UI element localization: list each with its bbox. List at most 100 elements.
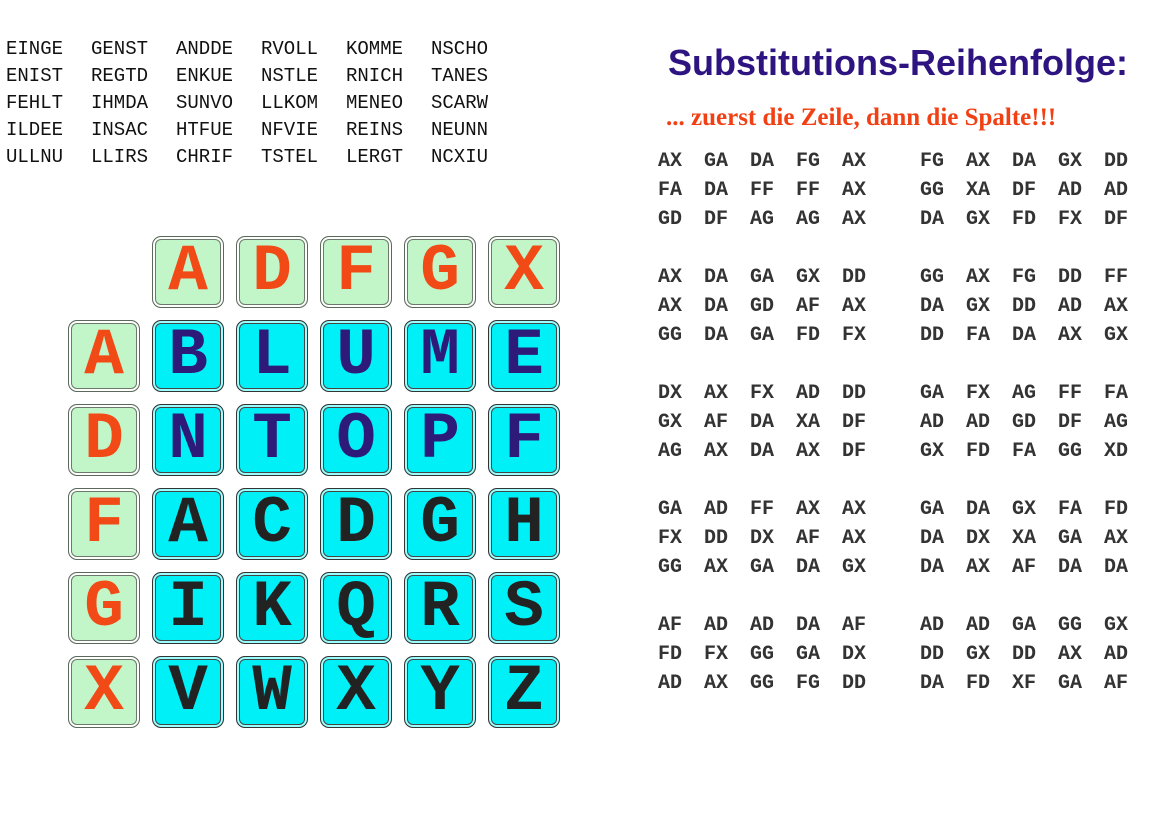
letter-pair: AX xyxy=(842,295,867,318)
grid-cell-q: Q xyxy=(320,572,392,644)
letter-pair: AD xyxy=(658,672,683,695)
letter-pair: FF xyxy=(750,179,775,202)
letter-pair: AX xyxy=(704,556,729,579)
letter-pair: AX xyxy=(704,672,729,695)
letter-pair: DD xyxy=(842,672,867,695)
grid-cell-c: C xyxy=(236,488,308,560)
ciphertext-group: LERGT xyxy=(346,146,404,168)
letter-pair: AF xyxy=(796,295,821,318)
letter-pair: GA xyxy=(750,324,775,347)
row-header-g: G xyxy=(68,572,140,644)
letter-pair: DA xyxy=(704,295,729,318)
ciphertext-group: SCARW xyxy=(431,92,489,114)
letter-pair: DF xyxy=(1104,208,1129,231)
grid-cell-k: K xyxy=(236,572,308,644)
ciphertext-group: INSAC xyxy=(91,119,149,141)
letter-pair: GA xyxy=(704,150,729,173)
grid-cell-d: D xyxy=(320,488,392,560)
letter-pair: AX xyxy=(842,179,867,202)
ciphertext-group: KOMME xyxy=(346,38,404,60)
letter-pair: FG xyxy=(796,150,821,173)
letter-pair: FD xyxy=(966,672,991,695)
letter-pair: DA xyxy=(920,672,945,695)
letter-pair: AF xyxy=(704,411,729,434)
letter-pair: DF xyxy=(842,440,867,463)
ciphertext-group: NFVIE xyxy=(261,119,319,141)
letter-pair: AD xyxy=(966,614,991,637)
letter-pair: XF xyxy=(1012,672,1037,695)
ciphertext-group: LLKOM xyxy=(261,92,319,114)
ciphertext-group: ANDDE xyxy=(176,38,234,60)
letter-pair: AF xyxy=(1104,672,1129,695)
letter-pair: AX xyxy=(966,150,991,173)
letter-pair: GG xyxy=(920,179,945,202)
letter-pair: GG xyxy=(1058,614,1083,637)
ciphertext-group: FEHLT xyxy=(6,92,64,114)
letter-pair: DA xyxy=(966,498,991,521)
letter-pair: AF xyxy=(796,527,821,550)
row-header-d: D xyxy=(68,404,140,476)
page-title: Substitutions-Reihenfolge: xyxy=(668,42,1128,83)
ciphertext-group: RVOLL xyxy=(261,38,319,60)
ciphertext-group: NSCHO xyxy=(431,38,489,60)
ciphertext-group: NCXIU xyxy=(431,146,489,168)
letter-pair: AD xyxy=(704,614,729,637)
letter-pair: GX xyxy=(1058,150,1083,173)
letter-pair: FX xyxy=(750,382,775,405)
ciphertext-group: SUNVO xyxy=(176,92,234,114)
grid-cell-z: Z xyxy=(488,656,560,728)
letter-pair: FX xyxy=(842,324,867,347)
letter-pair: XA xyxy=(966,179,991,202)
page-subtitle: ... zuerst die Zeile, dann die Spalte!!! xyxy=(666,104,1057,131)
letter-pair: DD xyxy=(1058,266,1083,289)
grid-cell-h: H xyxy=(488,488,560,560)
letter-pair: AX xyxy=(966,556,991,579)
letter-pair: DD xyxy=(704,527,729,550)
ciphertext-group: TANES xyxy=(431,65,489,87)
ciphertext-group: HTFUE xyxy=(176,119,234,141)
letter-pair: GG xyxy=(750,672,775,695)
letter-pair: GX xyxy=(966,295,991,318)
letter-pair: AX xyxy=(658,266,683,289)
letter-pair: AX xyxy=(842,527,867,550)
letter-pair: AX xyxy=(658,150,683,173)
ciphertext-group: TSTEL xyxy=(261,146,319,168)
ciphertext-group: NEUNN xyxy=(431,119,489,141)
letter-pair: AX xyxy=(966,266,991,289)
letter-pair: GD xyxy=(658,208,683,231)
ciphertext-group: GENST xyxy=(91,38,149,60)
letter-pair: FF xyxy=(796,179,821,202)
letter-pair: AD xyxy=(704,498,729,521)
letter-pair: FX xyxy=(966,382,991,405)
letter-pair: DX xyxy=(842,643,867,666)
grid-cell-y: Y xyxy=(404,656,476,728)
row-header-a: A xyxy=(68,320,140,392)
grid-cell-b: B xyxy=(152,320,224,392)
letter-pair: DA xyxy=(920,527,945,550)
letter-pair: DF xyxy=(1012,179,1037,202)
letter-pair: DA xyxy=(1104,556,1129,579)
